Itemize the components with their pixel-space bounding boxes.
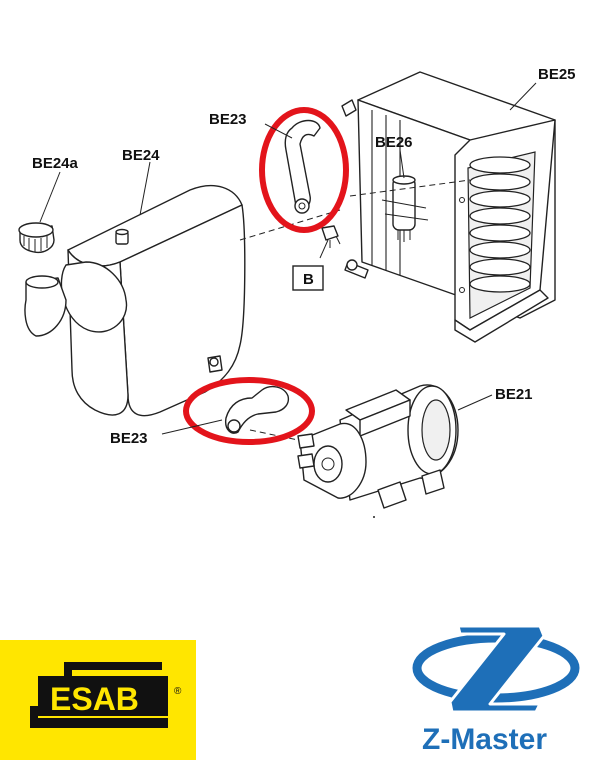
- label-be23-top: BE23: [209, 111, 247, 128]
- radiator-be25: [341, 71, 556, 343]
- leader-lines: [39, 82, 537, 435]
- zmaster-z-mark: [448, 624, 546, 714]
- label-be25: BE25: [538, 66, 576, 83]
- clamp-b: [321, 225, 341, 248]
- capacitor-be26: [381, 175, 429, 242]
- esab-logo-text: ESAB: [50, 681, 139, 717]
- label-b: B: [303, 271, 314, 288]
- highlight-be23-bottom: [183, 377, 315, 445]
- label-be26: BE26: [375, 134, 413, 151]
- label-be23-bottom: BE23: [110, 430, 148, 447]
- tank-be24: [24, 184, 246, 417]
- label-be21: BE21: [495, 386, 533, 403]
- zmaster-logo: Z-Master: [412, 624, 580, 756]
- hose-be23-bottom: [224, 385, 290, 434]
- esab-registered-mark: ®: [174, 686, 182, 697]
- radiator-coils: [469, 156, 531, 293]
- zmaster-logo-text: Z-Master: [422, 723, 547, 756]
- cap-be24a: [18, 222, 55, 254]
- highlight-be23-top: [259, 107, 349, 233]
- esab-logo: ESAB ®: [0, 640, 196, 760]
- label-be24a: BE24a: [32, 155, 79, 172]
- pump-be21: [297, 384, 459, 509]
- label-b-box: B: [292, 265, 324, 291]
- hose-be23-top: [284, 119, 321, 214]
- label-be24: BE24: [122, 147, 160, 164]
